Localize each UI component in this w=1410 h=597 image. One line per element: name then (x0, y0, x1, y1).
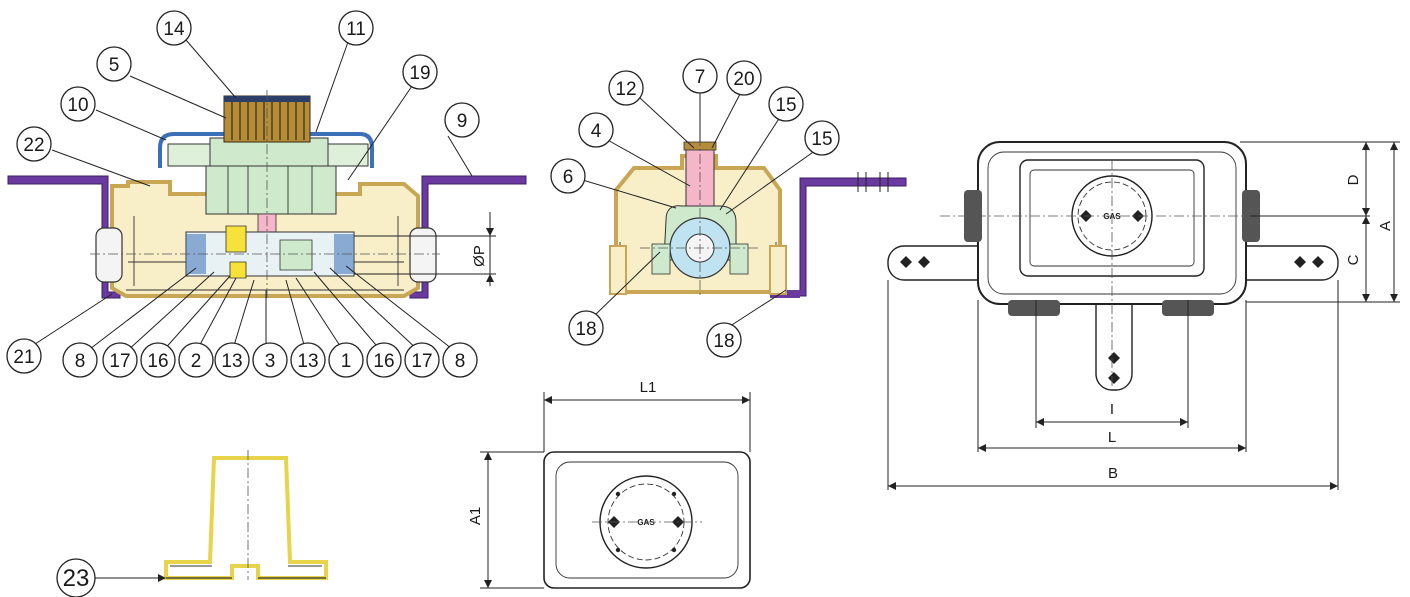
svg-text:15: 15 (775, 95, 796, 116)
callout-8-left: 8 (62, 342, 98, 378)
callout-12: 12 (608, 70, 644, 106)
side-bracket (792, 177, 907, 297)
top-view: GAS (887, 141, 1400, 490)
dim-a1: A1 (467, 507, 484, 525)
svg-text:1: 1 (341, 351, 352, 372)
svg-text:14: 14 (163, 19, 185, 40)
callout-15-top: 15 (768, 86, 804, 122)
side-cross-section: 12 7 20 15 4 15 6 18 18 (550, 58, 907, 358)
dim-op: ØP (471, 245, 488, 267)
callout-6: 6 (550, 158, 586, 194)
dim-a: A (1377, 221, 1394, 231)
part-23-outline (164, 456, 328, 580)
svg-text:23: 23 (63, 565, 90, 592)
front-view: GAS L1 A1 (467, 379, 751, 589)
svg-text:18: 18 (713, 331, 734, 352)
svg-text:8: 8 (455, 351, 466, 372)
callout-23: 23 (56, 558, 96, 597)
svg-text:16: 16 (373, 351, 394, 372)
svg-text:15: 15 (811, 129, 832, 150)
svg-text:16: 16 (147, 351, 168, 372)
svg-text:10: 10 (67, 95, 88, 116)
front-view-housing (543, 451, 751, 589)
callout-10: 10 (60, 86, 96, 122)
mounting-bracket-right (409, 175, 527, 299)
callout-14: 14 (156, 10, 192, 46)
dim-l: L (1108, 429, 1116, 446)
callout-17-right: 17 (404, 342, 440, 378)
dim-i: I (1110, 401, 1114, 418)
callout-15-lower: 15 (804, 120, 840, 156)
part-23-detail: 23 (56, 450, 328, 597)
callout-2: 2 (178, 342, 214, 378)
callout-5: 5 (96, 46, 132, 82)
callout-8-right: 8 (442, 342, 478, 378)
svg-text:11: 11 (346, 19, 366, 40)
callout-20: 20 (726, 60, 762, 96)
svg-text:17: 17 (109, 351, 130, 372)
callout-7: 7 (682, 58, 718, 94)
dim-l1: L1 (640, 379, 657, 396)
callout-16-left: 16 (140, 342, 176, 378)
main-cross-section: ØP 14 11 5 19 10 9 (6, 10, 527, 378)
svg-text:6: 6 (563, 167, 574, 188)
dim-d: D (1345, 174, 1362, 185)
callout-3: 3 (252, 342, 288, 378)
svg-text:8: 8 (75, 351, 86, 372)
left-end-fitting (95, 227, 123, 283)
callout-21: 21 (6, 338, 42, 374)
svg-text:19: 19 (409, 63, 430, 84)
svg-text:7: 7 (695, 67, 706, 88)
svg-text:17: 17 (411, 351, 432, 372)
mounting-bracket (7, 175, 121, 299)
callout-1: 1 (328, 342, 364, 378)
callout-9: 9 (444, 102, 480, 138)
svg-text:18: 18 (575, 319, 596, 340)
svg-text:13: 13 (221, 351, 242, 372)
callout-17-left: 17 (102, 342, 138, 378)
callout-18-left: 18 (568, 310, 604, 346)
callout-13-left: 13 (214, 342, 250, 378)
callout-22: 22 (16, 126, 52, 162)
dim-c: C (1345, 254, 1362, 265)
svg-text:9: 9 (457, 111, 468, 132)
callout-18-right: 18 (706, 322, 742, 358)
right-end-fitting (409, 227, 437, 283)
dim-b: B (1108, 465, 1118, 482)
svg-text:5: 5 (109, 55, 120, 76)
svg-text:21: 21 (13, 347, 34, 368)
svg-text:13: 13 (297, 351, 318, 372)
callout-11: 11 (338, 10, 374, 46)
svg-text:4: 4 (591, 121, 602, 142)
callout-19: 19 (402, 54, 438, 90)
svg-text:22: 22 (23, 135, 44, 156)
svg-text:2: 2 (191, 351, 202, 372)
svg-text:12: 12 (615, 79, 636, 100)
svg-text:20: 20 (733, 69, 754, 90)
front-gas-label: GAS (637, 518, 655, 527)
svg-text:3: 3 (265, 351, 276, 372)
callout-13-right: 13 (290, 342, 326, 378)
callout-4: 4 (578, 112, 614, 148)
callout-16-right: 16 (366, 342, 402, 378)
